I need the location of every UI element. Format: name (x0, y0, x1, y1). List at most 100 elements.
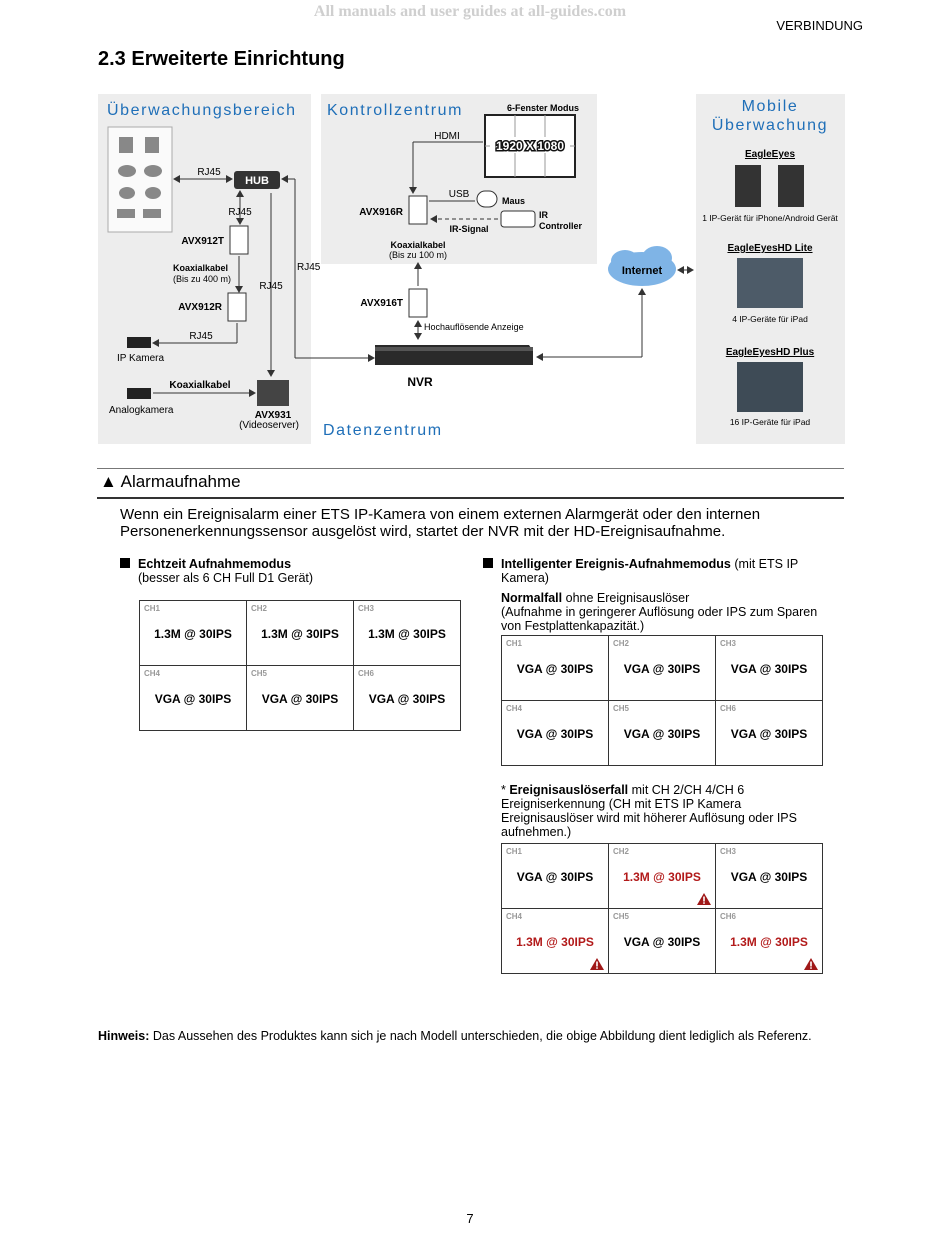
avx912t-label: AVX912T (181, 236, 224, 247)
channel-resolution: VGA @ 30IPS (730, 662, 808, 676)
channel-resolution: VGA @ 30IPS (516, 870, 594, 884)
avx912t-device (229, 225, 249, 255)
normal-case-title: Normalfall (501, 591, 563, 605)
channel-resolution: 1.3M @ 30IPS (730, 935, 808, 949)
hub-box (234, 171, 280, 189)
koax100-label: Koaxialkabel (390, 240, 445, 250)
internet-cloud (608, 246, 676, 286)
channel-label: CH5 (613, 912, 630, 921)
surveillance-title: Überwachungsbereich (107, 101, 297, 119)
rj45-label-5: RJ45 (189, 331, 213, 342)
channel-label: CH3 (720, 847, 737, 856)
analog-camera-label: Analogkamera (109, 405, 174, 416)
channel-resolution: VGA @ 30IPS (730, 727, 808, 741)
bullet-square (483, 558, 493, 568)
warning-icon (804, 958, 818, 970)
ir-controller-icon (500, 210, 536, 228)
avx916r-label: AVX916R (359, 207, 404, 218)
mobile-title-2: Überwachung (712, 116, 828, 134)
network-diagram: HUB RJ45 RJ45 AVX912T Koaxialkabel (Bis … (97, 93, 847, 445)
avx916t-label: AVX916T (360, 298, 403, 309)
channel-label: CH4 (144, 669, 161, 678)
realtime-mode-subtitle: (besser als 6 CH Full D1 Gerät) (138, 571, 314, 585)
page-title: 2.3 Erweiterte Einrichtung (98, 48, 345, 70)
avx916t-device (408, 288, 428, 318)
channel-label: CH2 (251, 604, 268, 613)
realtime-mode-title: Echtzeit Aufnahmemodus (138, 557, 292, 571)
rj45-label-3: RJ45 (297, 262, 321, 273)
videoserver-label: (Videoserver) (239, 420, 299, 431)
channel-label: CH2 (613, 847, 630, 856)
channel-resolution: VGA @ 30IPS (516, 727, 594, 741)
divider-bottom (97, 497, 844, 499)
channel-label: CH2 (613, 639, 630, 648)
alarm-heading: ▲ Alarmaufnahme (100, 472, 241, 491)
normal-case-desc: (Aufnahme in geringerer Auflösung oder I… (501, 605, 818, 633)
event-case-rest: mit CH 2/CH 4/CH 6 (628, 783, 745, 797)
event-case-star: * (501, 783, 510, 797)
warning-icon (697, 893, 711, 905)
channel-label: CH6 (720, 912, 737, 921)
realtime-mode-block: Echtzeit Aufnahmemodus (besser als 6 CH … (120, 557, 450, 585)
hint-label: Hinweis: (98, 1029, 150, 1043)
channel-resolution: 1.3M @ 30IPS (368, 627, 446, 641)
channel-resolution: VGA @ 30IPS (623, 727, 701, 741)
rj45-label-2: RJ45 (228, 207, 252, 218)
channel-label: CH4 (506, 912, 523, 921)
watermark: All manuals and user guides at all-guide… (313, 3, 627, 20)
ip-camera-icon (127, 337, 151, 348)
mouse-label: Maus (502, 196, 525, 206)
channel-label: CH1 (506, 847, 523, 856)
rj45-label-4: RJ45 (259, 281, 283, 292)
phone-image-1 (735, 165, 761, 207)
channel-resolution: 1.3M @ 30IPS (261, 627, 339, 641)
ipad-image-plus (737, 362, 803, 412)
intelligent-mode-title: Intelligenter Ereignis-Aufnahmemodus (501, 557, 731, 571)
channel-cell: CH6 1.3M @ 30IPS (715, 908, 823, 974)
avx931-device (257, 380, 289, 406)
normal-case-rest: ohne Ereignisauslöser (562, 591, 690, 605)
analog-camera-icon (127, 388, 151, 399)
hint-note: Hinweis: Das Aussehen des Produktes kann… (98, 1029, 812, 1043)
eagleeyes-plus-desc: 16 IP-Geräte für iPad (730, 417, 811, 427)
datacenter-title: Datenzentrum (323, 422, 443, 439)
avx931-label: AVX931 (255, 410, 292, 421)
channel-label: CH1 (144, 604, 161, 613)
channel-resolution: VGA @ 30IPS (261, 692, 339, 706)
resolution-label: 1920 X 1080 (496, 139, 564, 153)
channel-cell: CH4 1.3M @ 30IPS (501, 908, 609, 974)
rj45-label-1: RJ45 (197, 167, 221, 178)
intelligent-mode-line2: Kamera) (501, 571, 549, 585)
channel-label: CH5 (613, 704, 630, 713)
channel-label: CH5 (251, 669, 268, 678)
eagleeyes-label: EagleEyes (745, 149, 795, 160)
event-case-desc: Ereigniserkennung (CH mit ETS IP Kamera … (501, 797, 797, 839)
alarm-paragraph: Wenn ein Ereignisalarm einer ETS IP-Kame… (120, 506, 761, 540)
channel-label: CH6 (720, 704, 737, 713)
channel-cell: CH2 1.3M @ 30IPS (246, 600, 354, 666)
channel-resolution: VGA @ 30IPS (368, 692, 446, 706)
koax100-sub: (Bis zu 100 m) (389, 250, 447, 260)
channel-label: CH3 (720, 639, 737, 648)
ir-controller-label-2: Controller (539, 221, 582, 231)
nvr-label: NVR (407, 375, 433, 389)
channel-resolution: 1.3M @ 30IPS (516, 935, 594, 949)
channel-label: CH6 (358, 669, 375, 678)
avx912r-device (227, 292, 247, 322)
channel-resolution: VGA @ 30IPS (730, 870, 808, 884)
eagleeyes-lite-desc: 4 IP-Geräte für iPad (732, 314, 808, 324)
